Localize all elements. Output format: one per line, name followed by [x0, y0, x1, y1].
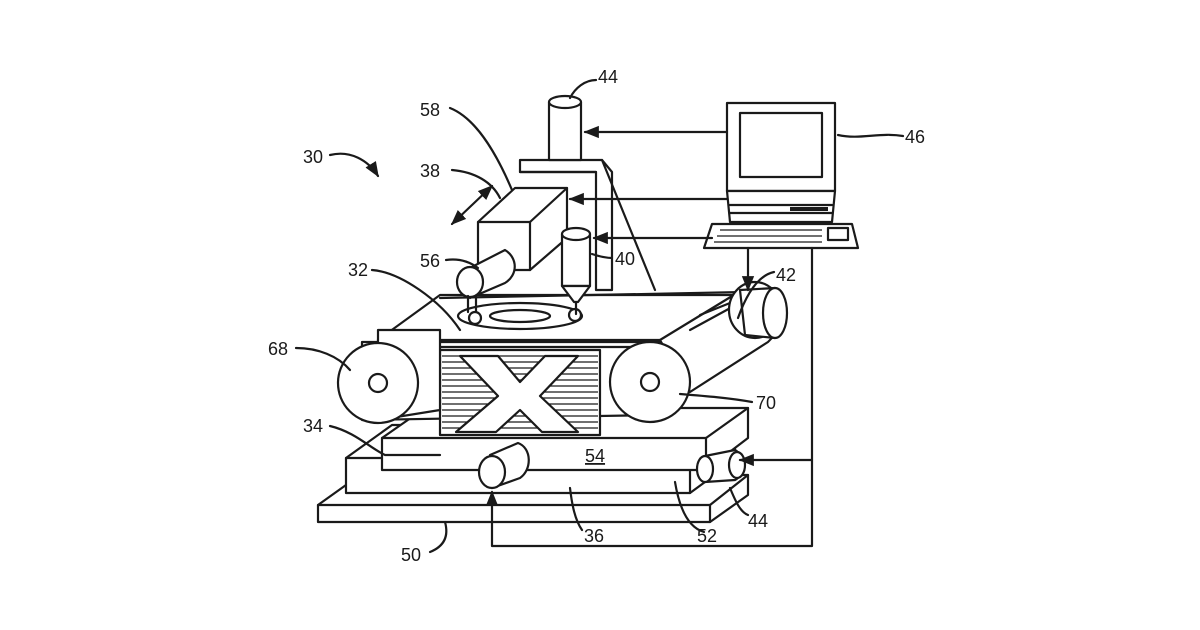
label-stage-motor: 44 — [748, 511, 768, 531]
computer — [704, 103, 858, 248]
label-upper-stage: 54 — [585, 446, 605, 466]
label-left-roller: 68 — [268, 339, 288, 359]
label-optics-unit: 58 — [420, 100, 440, 120]
left-roller — [338, 330, 440, 423]
label-top-motor: 44 — [598, 67, 618, 87]
label-lens-barrel: 56 — [420, 251, 440, 271]
label-right-roller: 70 — [756, 393, 776, 413]
right-roller — [610, 342, 690, 422]
label-conveyor-belt: 32 — [348, 260, 368, 280]
label-computer: 46 — [905, 127, 925, 147]
label-workpiece: 34 — [303, 416, 323, 436]
label-cross-slide: 52 — [697, 526, 717, 546]
label-slide-stage: 36 — [584, 526, 604, 546]
label-base: 50 — [401, 545, 421, 565]
top-motor — [549, 96, 581, 160]
label-camera-housing: 38 — [420, 161, 440, 181]
label-probe: 40 — [615, 249, 635, 269]
label-belt-motor: 42 — [776, 265, 796, 285]
label-system: 30 — [303, 147, 323, 167]
workpiece — [440, 350, 600, 435]
